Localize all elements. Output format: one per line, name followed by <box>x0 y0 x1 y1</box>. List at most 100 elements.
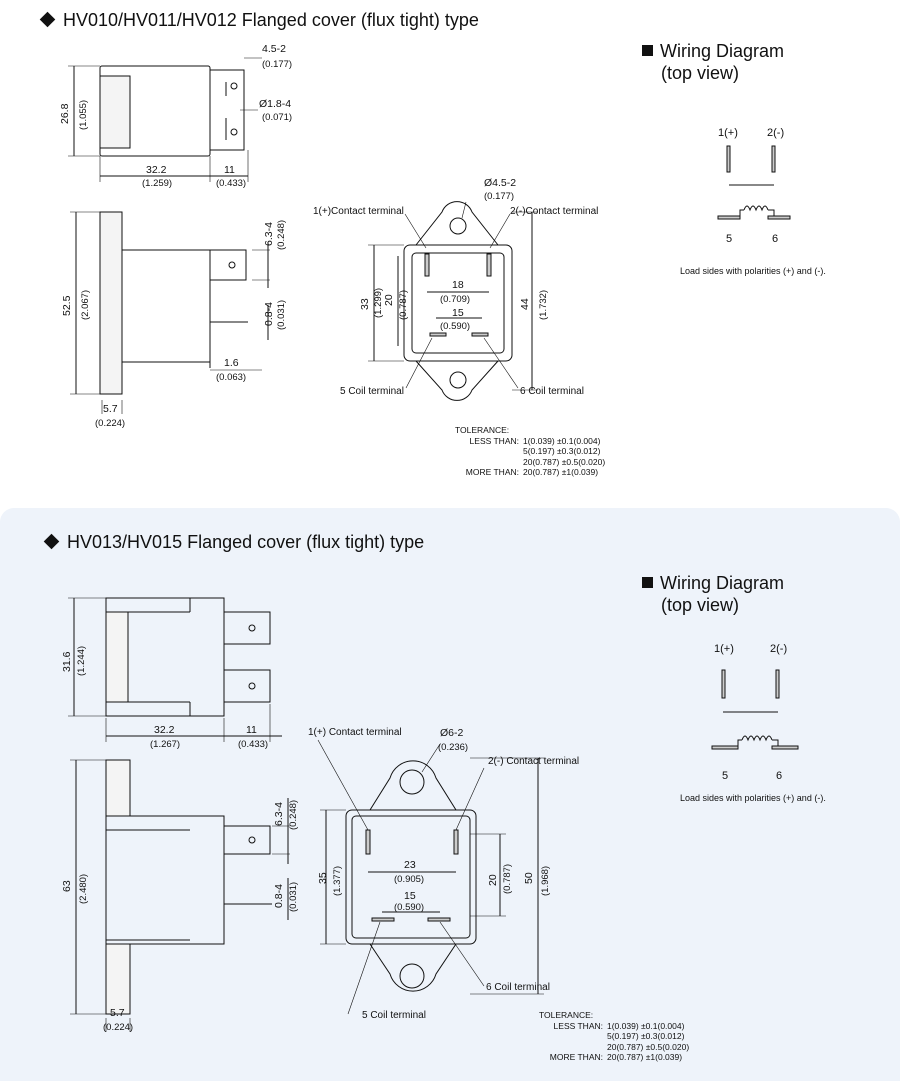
dim-text: Ø6-2 <box>440 727 464 739</box>
dim-inch: (0.590) <box>440 321 470 332</box>
dim-inch: (1.377) <box>332 866 343 896</box>
dim-inch: (0.031) <box>276 300 287 330</box>
dim-text: 1.6 <box>224 357 239 369</box>
side-view-top <box>68 597 282 742</box>
dim-inch: (1.299) <box>373 288 384 318</box>
dim-text: 6.3-4 <box>263 222 275 246</box>
dim-inch: (0.787) <box>502 864 513 894</box>
dim-text: 20 <box>383 294 395 306</box>
dim-text: 31.6 <box>61 651 73 672</box>
tolerance-row: 5(0.197) ±0.3(0.012) <box>455 446 633 457</box>
tolerance-table: TOLERANCE: LESS THAN: 1(0.039) ±0.1(0.004… <box>455 425 633 478</box>
dim-inch: (0.905) <box>394 874 424 885</box>
coil6-label: 6 Coil terminal <box>520 386 584 397</box>
tolerance-label <box>455 446 523 457</box>
dim-text: 0.8-4 <box>273 884 285 908</box>
drawing-hv010: 4.5-2 (0.177) Ø1.8-4 (0.071) 26.8 (1.055… <box>59 43 826 429</box>
dim-inch: (0.177) <box>484 191 514 202</box>
top-view-relay <box>368 201 538 401</box>
heading-text: HV010/HV011/HV012 Flanged cover (flux ti… <box>63 10 479 30</box>
wiring-diagram-title: Wiring Diagram (top view) <box>642 572 784 616</box>
dim-inch: (0.248) <box>276 220 287 250</box>
square-bullet-icon <box>642 577 653 588</box>
dim-text: Ø4.5-2 <box>484 177 516 189</box>
tolerance-value: 5(0.197) ±0.3(0.012) <box>607 1031 685 1041</box>
tolerance-label: MORE THAN: <box>465 467 519 477</box>
tolerance-row: MORE THAN: 20(0.787) ±1(0.039) <box>455 467 633 478</box>
wiring-coil-6: 6 <box>772 233 778 245</box>
contact-pos-label: 1(+) Contact terminal <box>308 727 402 738</box>
dim-inch: (1.259) <box>142 178 172 189</box>
wiring-title-text: Wiring Diagram <box>660 41 785 61</box>
section-hv013-hv015: HV013/HV015 Flanged cover (flux tight) t… <box>0 508 900 1081</box>
tolerance-label: MORE THAN: <box>549 1052 603 1062</box>
wiring-terminal-pos: 1(+) <box>714 643 734 655</box>
tolerance-row: MORE THAN: 20(0.787) ±1(0.039) <box>539 1052 717 1063</box>
dim-text: 20 <box>487 874 499 886</box>
dim-inch: (1.055) <box>78 100 89 130</box>
dim-text: 4.5-2 <box>262 43 286 55</box>
tolerance-value: 1(0.039) ±0.1(0.004) <box>523 435 601 446</box>
wiring-coil-6: 6 <box>776 770 782 782</box>
dim-inch: (0.709) <box>440 294 470 305</box>
dim-text: 32.2 <box>154 724 175 736</box>
section-heading: HV010/HV011/HV012 Flanged cover (flux ti… <box>39 10 479 31</box>
coil6-label: 6 Coil terminal <box>486 982 550 993</box>
dim-text: Ø1.8-4 <box>259 98 291 110</box>
dim-text: 35 <box>317 872 329 884</box>
tolerance-value: 20(0.787) ±1(0.039) <box>607 1052 683 1062</box>
dim-inch: (0.031) <box>288 882 299 912</box>
dim-text: 26.8 <box>59 103 71 124</box>
wiring-terminal-pos: 1(+) <box>718 127 738 139</box>
wiring-subtitle: (top view) <box>661 63 740 83</box>
dim-text: 23 <box>404 859 416 871</box>
dim-inch: (0.433) <box>216 178 246 189</box>
heading-text: HV013/HV015 Flanged cover (flux tight) t… <box>67 532 425 552</box>
tolerance-row: LESS THAN:1(0.039) ±0.1(0.004) <box>539 1021 717 1032</box>
tolerance-table: TOLERANCE: LESS THAN:1(0.039) ±0.1(0.004… <box>539 1010 717 1063</box>
dim-inch: (0.433) <box>238 739 268 750</box>
wiring-diagram-title: Wiring Diagram (top view) <box>642 40 784 84</box>
wiring-coil-5: 5 <box>722 770 728 782</box>
tolerance-value: 20(0.787) ±1(0.039) <box>523 467 599 477</box>
dim-inch: (0.224) <box>103 1022 133 1033</box>
dim-inch: (1.244) <box>76 646 87 676</box>
contact-pos-label: 1(+)Contact terminal <box>313 206 404 217</box>
dim-text: 32.2 <box>146 164 167 176</box>
side-view-bottom <box>70 759 290 1032</box>
dim-inch: (2.067) <box>80 290 91 320</box>
dim-inch: (0.590) <box>394 902 424 913</box>
coil5-label: 5 Coil terminal <box>362 1010 426 1021</box>
tolerance-title: TOLERANCE: <box>455 425 510 435</box>
wiring-coil-5: 5 <box>726 233 732 245</box>
tolerance-title: TOLERANCE: <box>539 1010 594 1020</box>
dim-inch: (2.480) <box>78 874 89 904</box>
dim-inch: (0.236) <box>438 742 468 753</box>
tolerance-row: 20(0.787) ±0.5(0.020) <box>455 457 633 468</box>
dim-text: 33 <box>359 298 371 310</box>
dim-text: 6.3-4 <box>273 802 285 826</box>
dim-text: 5.7 <box>110 1007 125 1019</box>
side-view-bottom <box>70 211 270 414</box>
dim-inch: (0.787) <box>398 290 409 320</box>
dim-inch: (1.267) <box>150 739 180 750</box>
contact-neg-label: 2(-) Contact terminal <box>488 756 579 767</box>
dim-inch: (0.177) <box>262 59 292 70</box>
tolerance-label: LESS THAN: <box>469 435 519 446</box>
wiring-terminal-neg: 2(-) <box>770 643 787 655</box>
dim-text: 18 <box>452 279 464 291</box>
tolerance-row: 20(0.787) ±0.5(0.020) <box>539 1042 717 1053</box>
tolerance-value: 20(0.787) ±0.5(0.020) <box>523 456 606 467</box>
section-heading: HV013/HV015 Flanged cover (flux tight) t… <box>43 532 425 553</box>
wiring-note: Load sides with polarities (+) and (-). <box>680 793 826 803</box>
tolerance-label <box>539 1042 607 1053</box>
dim-inch: (0.063) <box>216 372 246 383</box>
top-view-relay <box>317 739 544 1015</box>
tolerance-label <box>539 1031 607 1042</box>
coil5-label: 5 Coil terminal <box>340 386 404 397</box>
dim-inch: (0.248) <box>288 800 299 830</box>
dim-text: 44 <box>519 298 531 310</box>
dim-inch: (1.732) <box>538 290 549 320</box>
dim-text: 52.5 <box>61 295 73 316</box>
wiring-schematic <box>717 145 791 220</box>
